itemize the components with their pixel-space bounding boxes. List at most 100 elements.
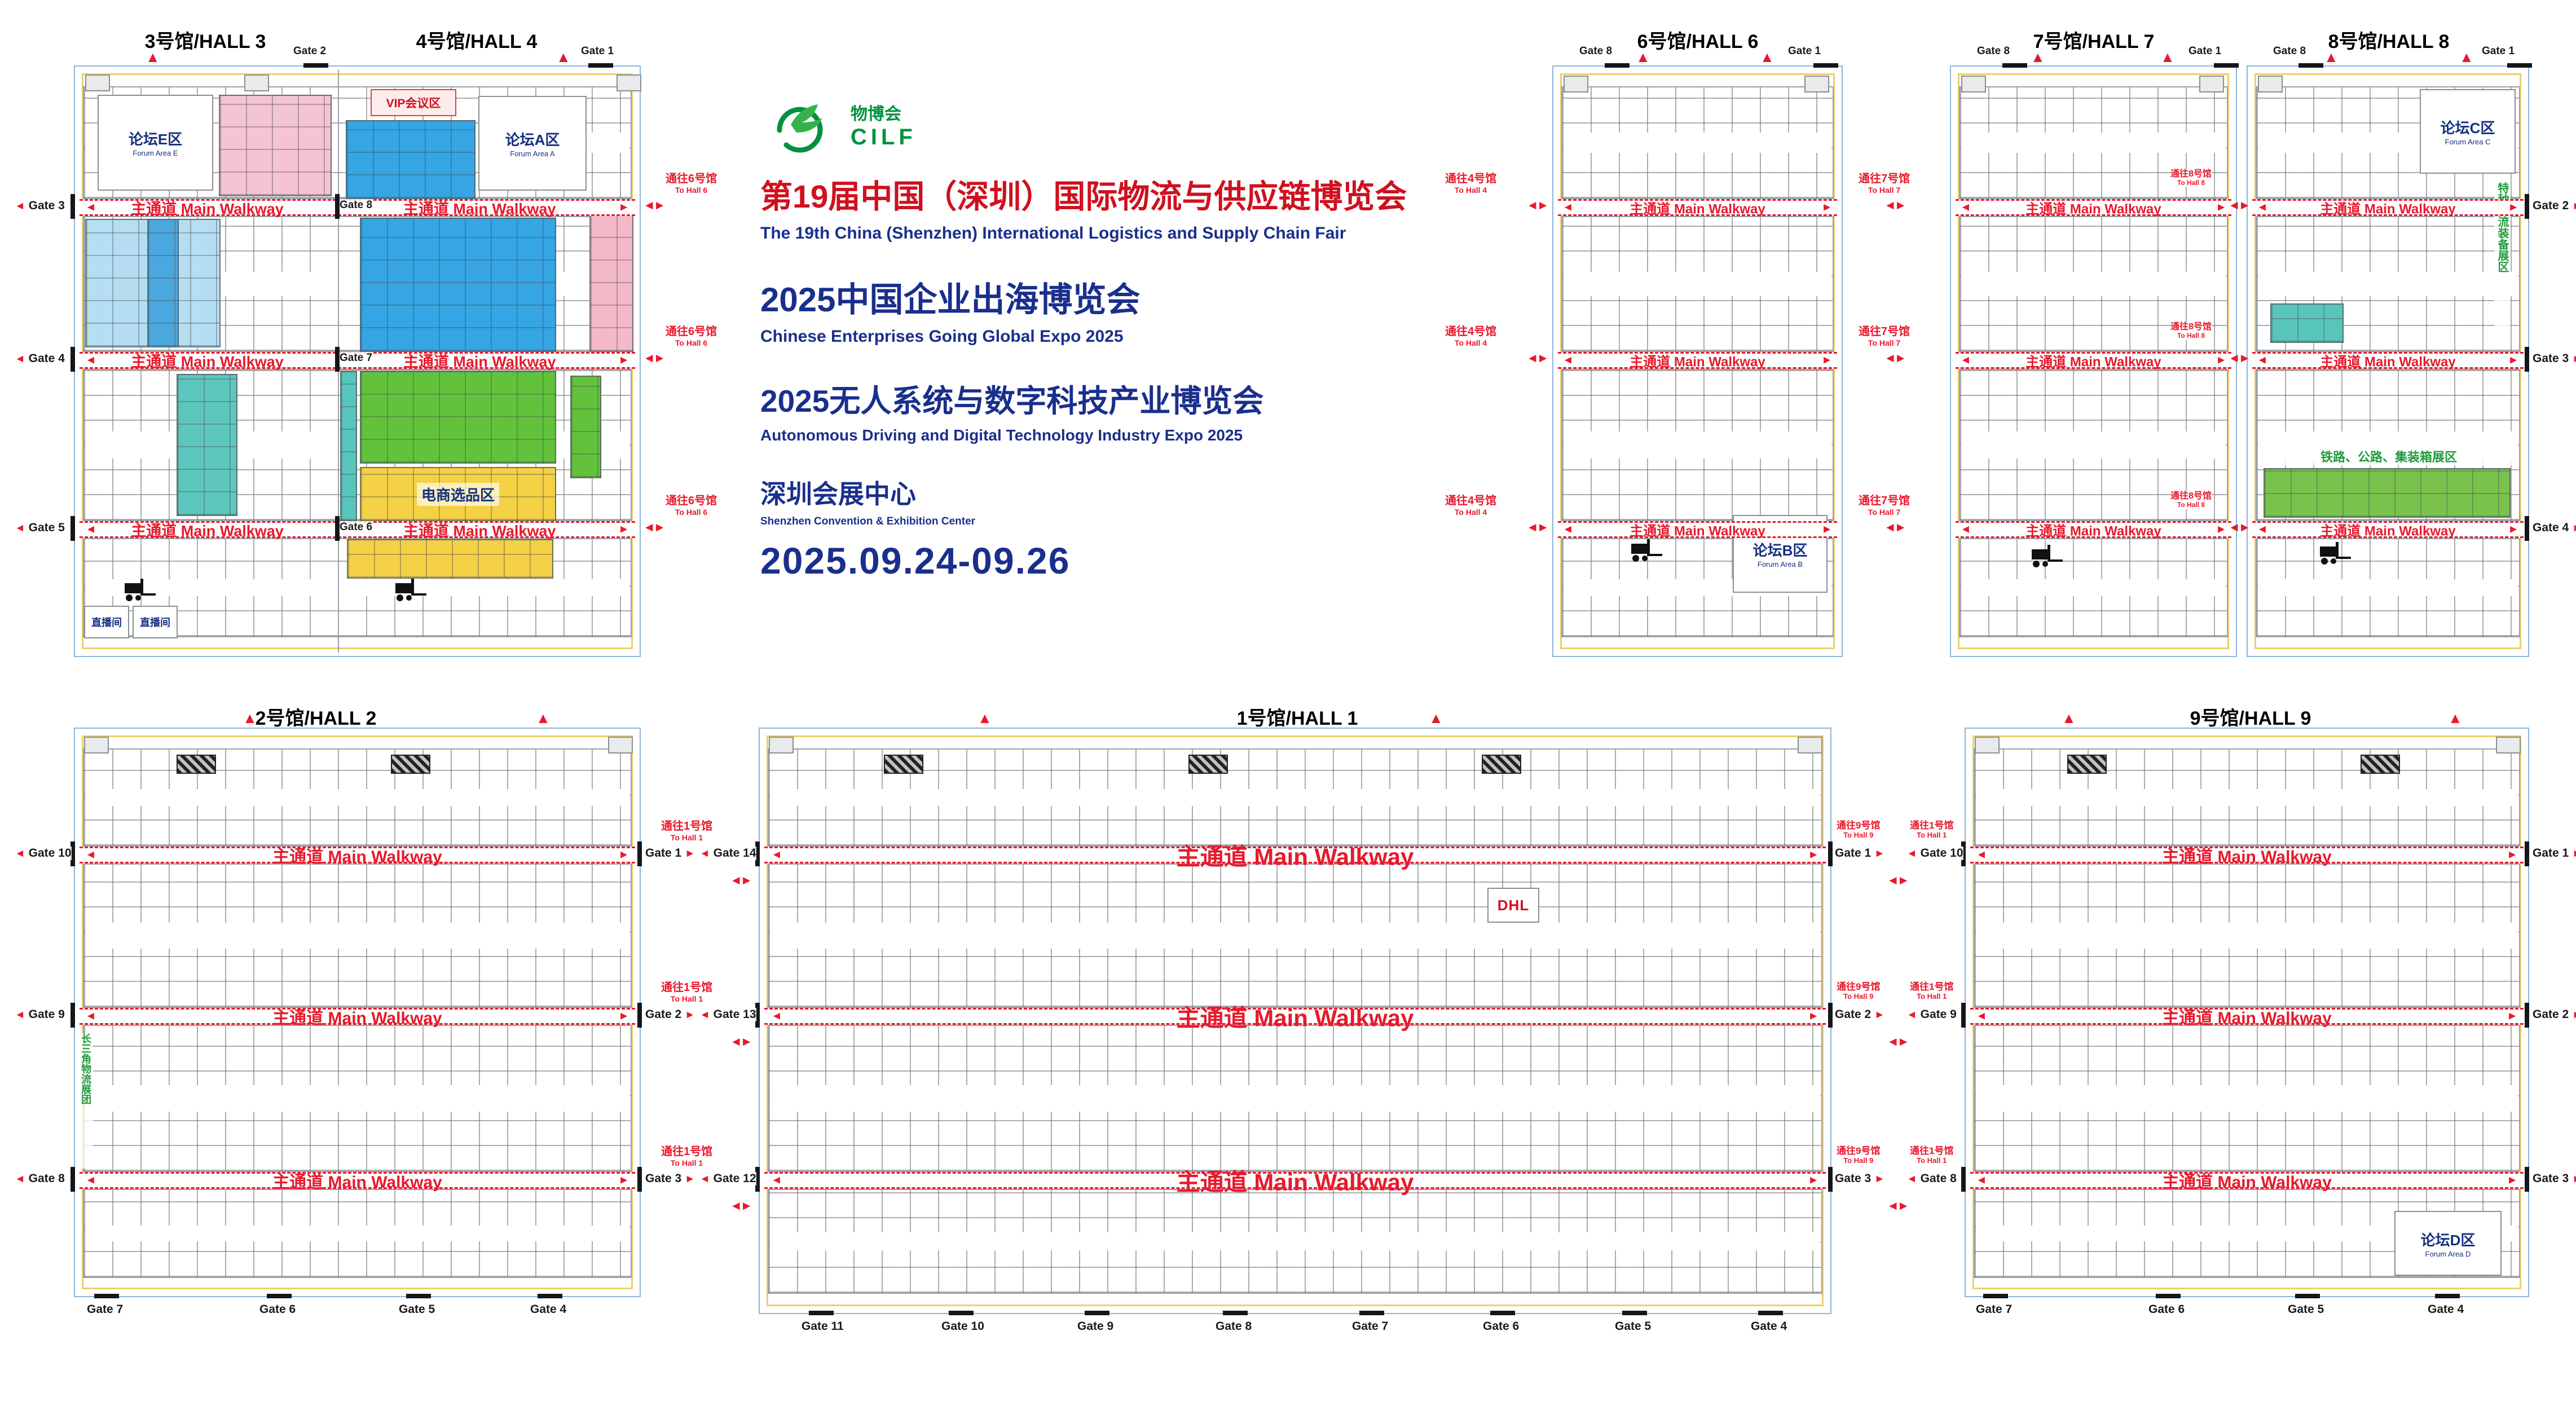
corridor-cn: 通往8号馆	[2170, 491, 2212, 501]
booth-grid	[1561, 369, 1834, 521]
main-walkway: ◄主通道 Main Walkway►	[1558, 352, 1837, 370]
dhl-booth: DHL	[1487, 888, 1539, 923]
gate-text: Gate 2	[293, 45, 327, 57]
main-walkway: ◄主通道 Main Walkway►	[1558, 521, 1837, 539]
gate-door-mark	[637, 841, 642, 866]
walkway-arrow-left-icon: ◄	[1960, 201, 1971, 214]
gate-door-mark	[637, 1003, 642, 1028]
walkway-arrow-right-icon: ►	[2216, 523, 2227, 536]
corridor-en: To Hall 8	[2177, 179, 2205, 187]
gate-text: Gate 1	[2189, 45, 2222, 57]
walkway-label: 主通道 Main Walkway	[2320, 523, 2456, 539]
gate-door-mark	[1828, 1003, 1833, 1028]
walkway-arrow-left-icon: ◄	[85, 201, 96, 214]
event-title-cn: 第19届中国（深圳）国际物流与供应链博览会	[760, 179, 1407, 215]
walkway-label: 主通道 Main Walkway	[1630, 201, 1765, 217]
main-walkway: ◄主通道 Main Walkway►	[1970, 1172, 2524, 1192]
main-walkway: ◄主通道 Main Walkway►	[764, 844, 1826, 870]
main-walkway: ◄主通道 Main Walkway►	[1956, 521, 2231, 539]
main-walkway: ◄主通道 Main Walkway►	[80, 1008, 635, 1028]
exit-arrow-icon: ▲	[977, 710, 992, 726]
walkway-label: 主通道 Main Walkway	[2162, 1009, 2332, 1028]
gate-label: ◄ Gate 12	[699, 1172, 756, 1186]
gate-door-mark	[303, 63, 328, 68]
gate-label: Gate 6	[2148, 1303, 2185, 1316]
exit-arrow-icon: ▲	[1429, 710, 1443, 726]
corridor-en: To Hall 9	[1843, 1156, 1874, 1165]
corridor-arrows-icon: ◄►	[730, 1034, 753, 1048]
corridor-en: To Hall 4	[1454, 186, 1487, 195]
gate-arrow-icon: ◄	[15, 200, 25, 212]
gate-label: Gate 9	[1077, 1320, 1114, 1333]
booth-grid	[1561, 216, 1834, 352]
gate-arrow-icon: ►	[685, 1173, 695, 1185]
gate-label: Gate 3 ►	[1835, 1172, 1885, 1186]
forklift-icon	[395, 579, 426, 601]
walkway-label: 主通道 Main Walkway	[272, 1009, 442, 1028]
corridor-arrows-icon: ◄►	[643, 351, 666, 365]
gate-arrow-icon: ►	[1874, 1173, 1885, 1185]
hall1-title: 1号馆/HALL 1	[1236, 708, 1358, 729]
walkway-label: 主通道 Main Walkway	[2320, 201, 2456, 217]
hall6-title: 6号馆/HALL 6	[1637, 31, 1759, 52]
escalator-icon	[391, 755, 430, 774]
gate-label: Gate 3 ►	[2533, 352, 2576, 365]
walkway-arrow-left-icon: ◄	[85, 1010, 96, 1023]
gate-arrow-icon: ►	[2572, 200, 2576, 212]
gate-text: Gate 5	[1615, 1320, 1652, 1333]
facility-icon	[84, 737, 109, 753]
corridor-en: To Hall 6	[675, 508, 708, 517]
forum-c-sublabel: Forum Area C	[2445, 138, 2491, 146]
gate-arrow-icon: ◄	[15, 353, 25, 365]
booth-grid	[1959, 369, 2228, 521]
walkway-arrow-left-icon: ◄	[771, 1174, 782, 1187]
gate-label: Gate 4	[530, 1303, 567, 1316]
corridor-en: To Hall 1	[1917, 1156, 1947, 1165]
forklift-icon	[2320, 542, 2351, 565]
green-booth-cluster	[2264, 468, 2511, 518]
green-booth-column	[570, 376, 601, 478]
walkway-arrow-right-icon: ►	[618, 201, 629, 214]
gate-label: ◄ Gate 5	[15, 521, 65, 535]
cilf-logo-icon	[777, 104, 823, 153]
walkway-arrow-right-icon: ►	[618, 354, 629, 367]
gate-arrow-icon: ►	[2572, 353, 2576, 365]
corridor-arrows-icon: ◄►	[1887, 1034, 1910, 1048]
gate-label: Gate 8	[1977, 45, 2010, 58]
gate-label: ◄ Gate 3	[15, 199, 65, 213]
gate-arrow-icon: ►	[2572, 848, 2576, 860]
facility-icon	[85, 74, 110, 91]
booth-grid	[2256, 538, 2520, 637]
corridor-arrows-icon: ◄►	[1887, 1198, 1910, 1213]
gate-label: Gate 1	[581, 45, 614, 58]
gate-label: ◄ Gate 9	[15, 1008, 65, 1021]
forum-area-e: 论坛E区 Forum Area E	[98, 95, 213, 191]
corridor-cn: 通往7号馆	[1859, 325, 1910, 338]
gate-text: Gate 3	[28, 199, 65, 212]
hall7-title: 7号馆/HALL 7	[2033, 31, 2155, 52]
walkway-arrow-left-icon: ◄	[1960, 523, 1971, 536]
walkway-label: 主通道 Main Walkway	[2162, 1173, 2332, 1192]
main-walkway: ◄主通道 Main Walkway►	[1558, 199, 1837, 217]
gate-label: ◄ Gate 10	[15, 847, 72, 860]
gate-door-mark	[1813, 63, 1838, 68]
gate-label: Gate 7	[1352, 1320, 1389, 1333]
gate-door-mark	[1961, 841, 1966, 866]
hall8-title: 8号馆/HALL 8	[2328, 31, 2450, 52]
gate-label: Gate 7	[1976, 1303, 2013, 1316]
walkway-arrow-right-icon: ►	[1821, 201, 1833, 214]
gate-label: Gate 11	[802, 1320, 844, 1333]
gate-text: Gate 7	[87, 1303, 124, 1316]
gate-door-mark	[755, 841, 760, 866]
walkway-arrow-right-icon: ►	[2216, 201, 2227, 214]
teal-booth-cluster	[177, 374, 237, 516]
gate-arrow-icon: ◄	[15, 1173, 25, 1185]
gate-label: Gate 7	[87, 1303, 124, 1316]
booth-grid	[1959, 216, 2228, 352]
